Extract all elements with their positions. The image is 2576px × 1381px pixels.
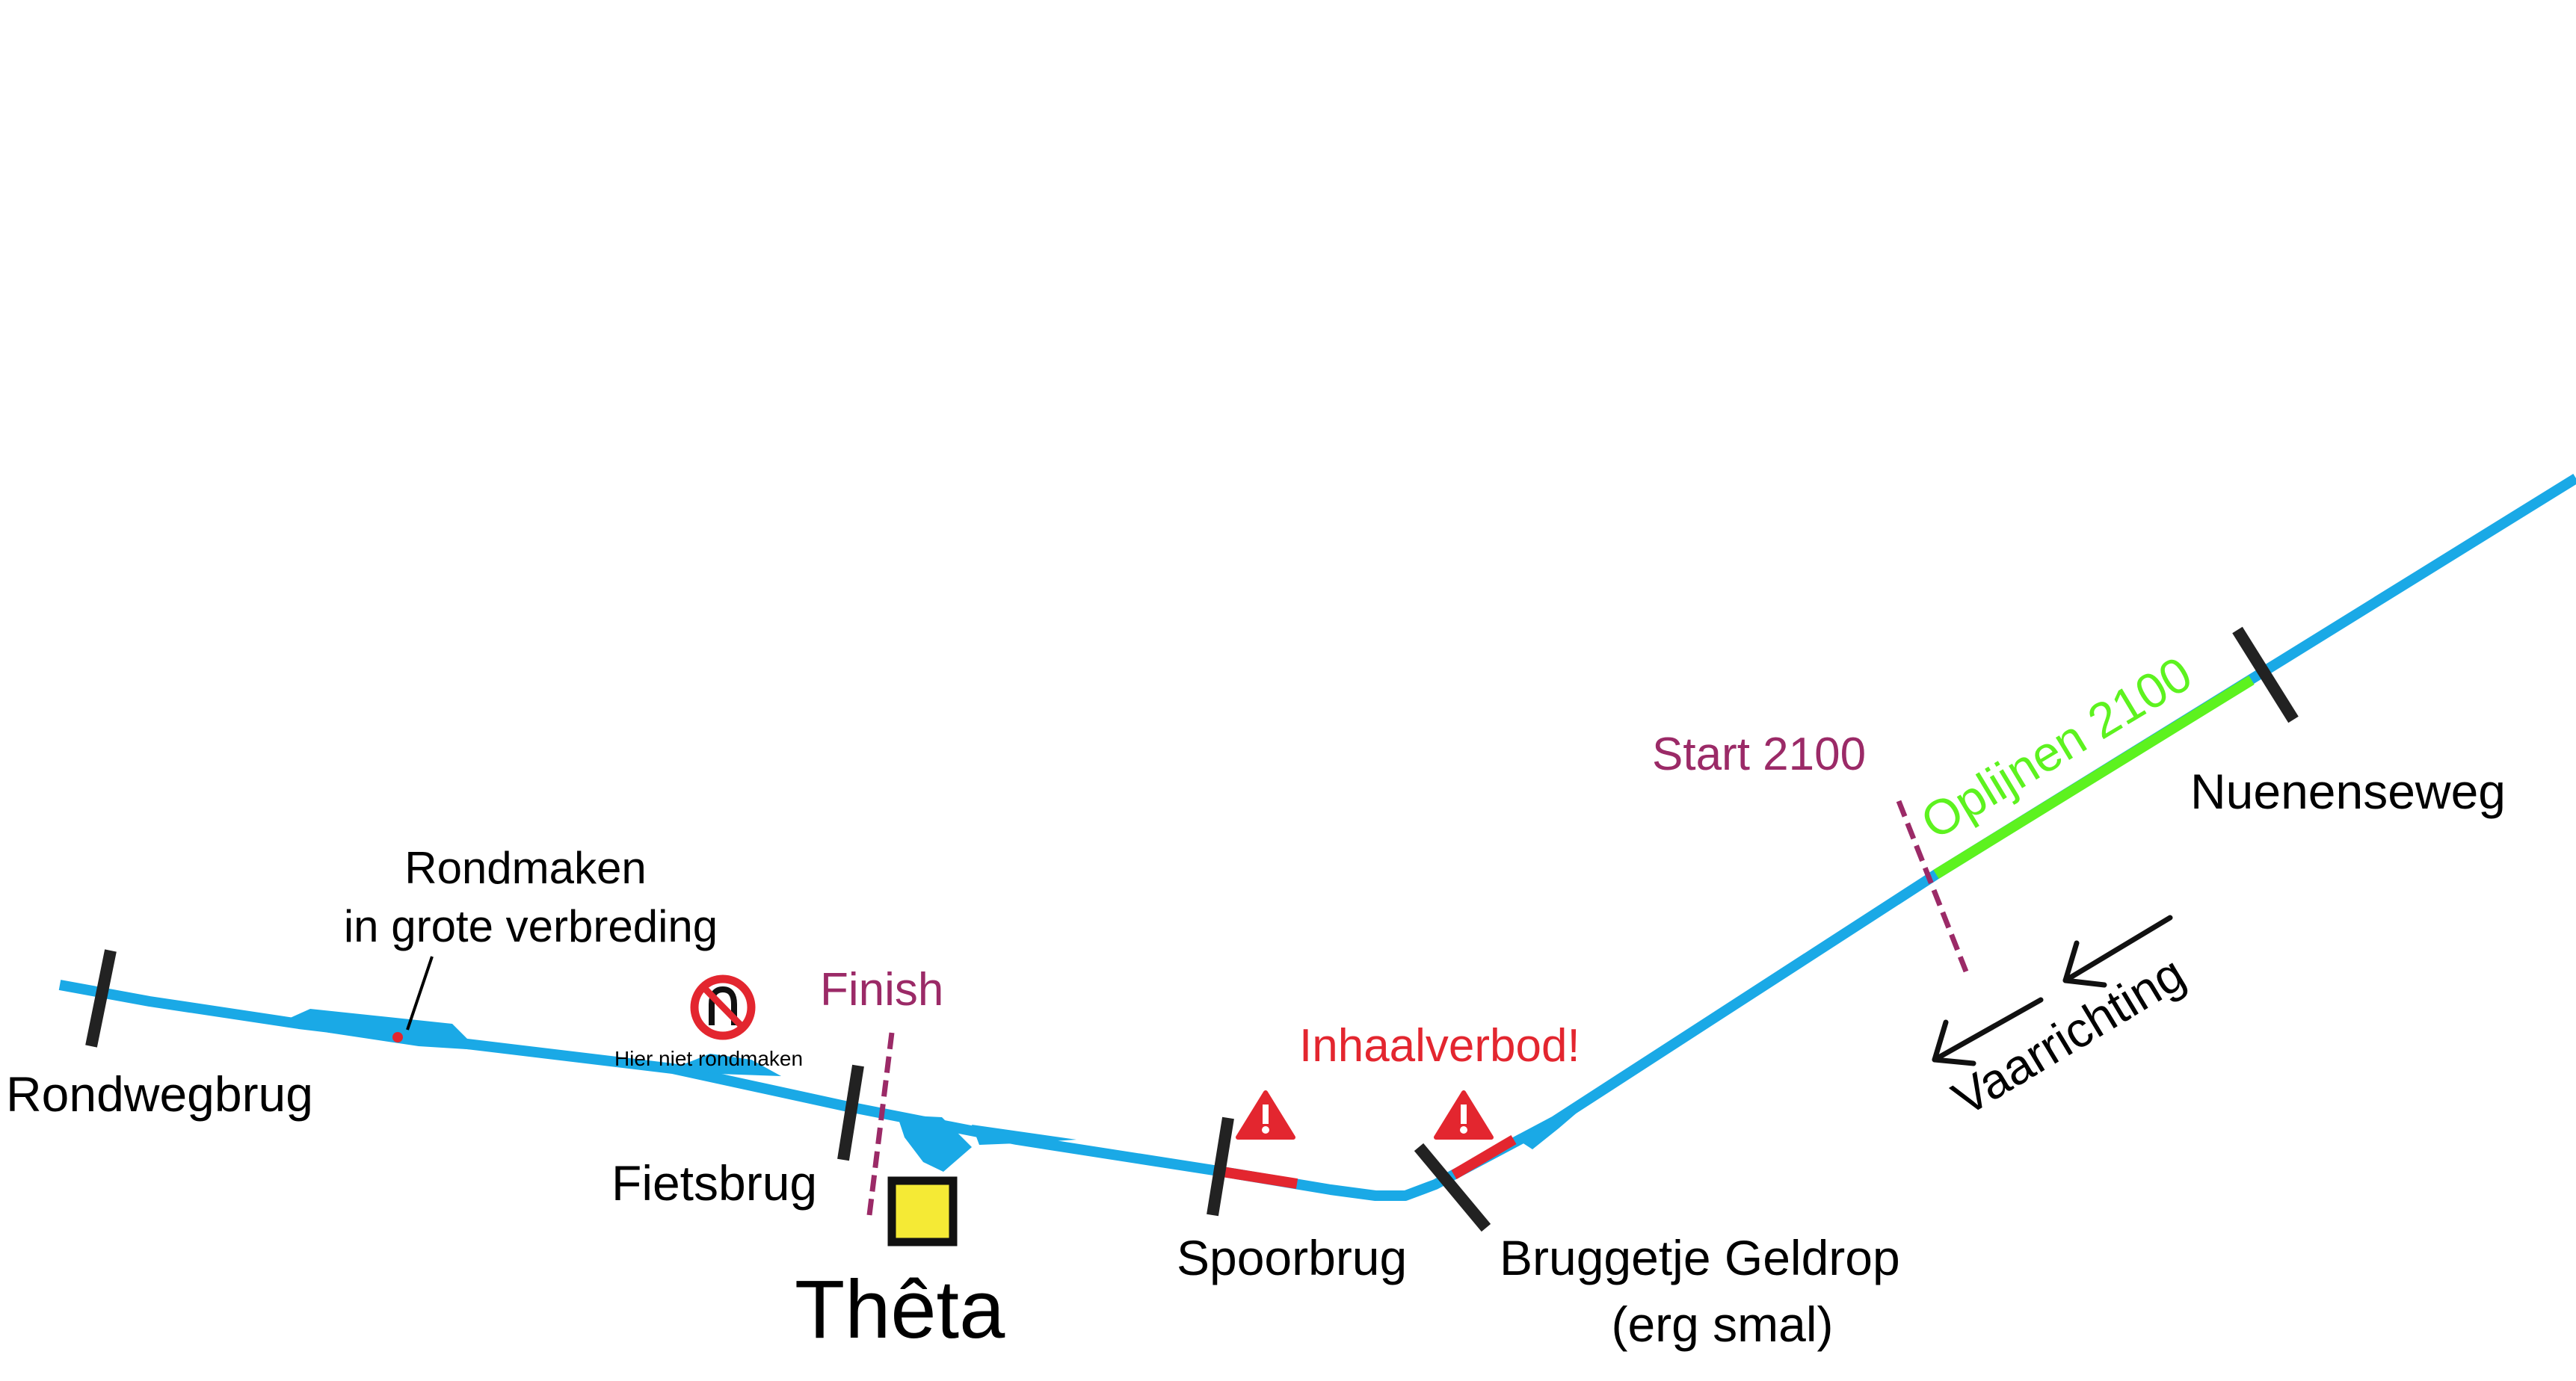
bridges [85,626,2299,1232]
bridge-bar-rondwegbrug [85,949,117,1048]
river [58,474,2576,1201]
river-widening-small [673,1054,781,1076]
lineup-section [1933,676,2255,879]
turning-point-marker [392,1032,403,1042]
boathouse-marker [887,1176,958,1246]
boathouse-label: Thêta [795,1264,1005,1356]
warning-triangle-icon [1434,1090,1494,1140]
bridge-bar-fietsbrug [837,1064,864,1161]
warning-triangle-icon [1236,1090,1295,1140]
bridge-label-geldrop: Bruggetje Geldrop [1500,1230,1900,1285]
bridge-bar-spoorbrug [1207,1116,1234,1217]
turning-title: Rondmaken [404,843,647,893]
finish-label: Finish [820,964,943,1016]
lineup-label: Oplijnen 2100 [1911,646,2201,850]
arrow-left-icon [2062,915,2173,988]
no-turn-text: Hier niet rondmaken [614,1047,803,1070]
bridge-label-nuenenseweg: Nuenenseweg [2190,764,2506,819]
bridge-label-rondwegbrug: Rondwegbrug [6,1066,313,1122]
turning-subtitle: in grote verbreding [344,901,718,951]
bridge-bar-nuenenseweg [2232,626,2299,723]
no-u-turn-icon [690,974,756,1040]
turning-label-pointer [406,956,434,1031]
restricted-section-spoorbrug [1221,1167,1298,1189]
river-widening-large [280,1009,478,1050]
river-bulge-theta-2 [972,1125,1076,1145]
finish-line [866,1032,895,1216]
arrow-left-icon [1932,997,2044,1066]
bridge-bar-geldrop [1414,1143,1491,1232]
bridge-label-fietsbrug: Fietsbrug [611,1155,817,1211]
no-overtaking-label: Inhaalverbod! [1299,1020,1580,1072]
start-line [1896,800,1969,973]
start-label: Start 2100 [1652,729,1866,780]
restricted-section-geldrop [1451,1134,1517,1180]
bridge-label-spoorbrug: Spoorbrug [1177,1230,1407,1285]
river-bulge-theta [897,1115,972,1172]
bridge-note-geldrop: (erg smal) [1611,1297,1833,1352]
river-wedge-geldrop [1517,1084,1611,1149]
river-course [58,474,2576,1201]
